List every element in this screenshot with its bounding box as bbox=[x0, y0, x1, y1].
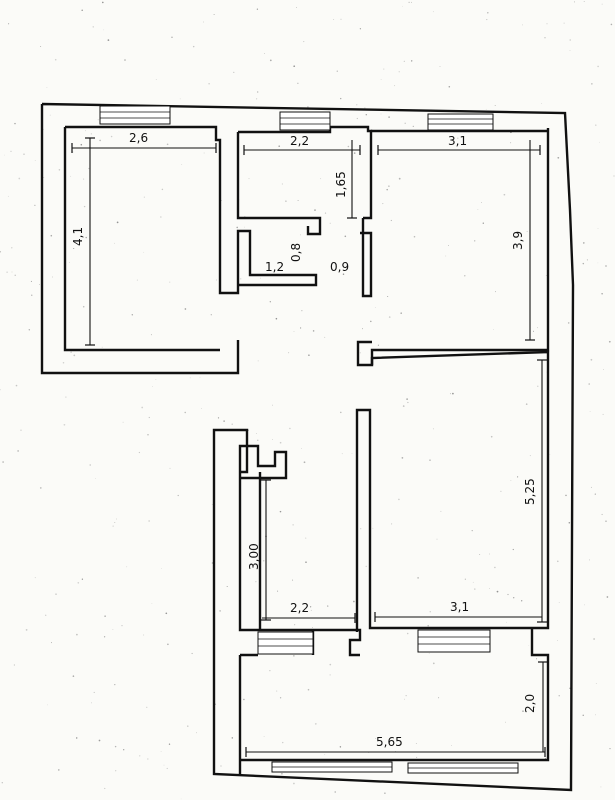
windows bbox=[99, 105, 519, 774]
dim-bottom-width: 5,65 bbox=[376, 735, 403, 749]
outer-wall-top-left bbox=[40, 102, 575, 792]
dimension-lines bbox=[71, 137, 548, 757]
dim-opening: 0,9 bbox=[330, 260, 349, 274]
window-bottom-left bbox=[271, 761, 393, 773]
dim-room1-width: 2,6 bbox=[129, 131, 148, 145]
room4-walls bbox=[355, 350, 550, 637]
dim-bottom-height: 2,0 bbox=[523, 694, 537, 713]
dim-room4-height: 5,25 bbox=[523, 478, 537, 505]
dim-room5-width: 2,2 bbox=[290, 601, 309, 615]
dim-small-room-height: 0,8 bbox=[289, 243, 303, 262]
dim-room3-height: 3,9 bbox=[511, 231, 525, 250]
window-room3 bbox=[427, 113, 494, 131]
dim-room2-height: 1,65 bbox=[334, 171, 348, 198]
window-room2 bbox=[279, 111, 331, 131]
room2-walls bbox=[236, 125, 373, 298]
window-bottom-right bbox=[407, 762, 519, 774]
dim-room4-width: 3,1 bbox=[450, 600, 469, 614]
dim-room5-height: 3,00 bbox=[247, 543, 261, 570]
dim-small-room-width: 1,2 bbox=[265, 260, 284, 274]
window-middle-right bbox=[417, 629, 491, 653]
window-room1 bbox=[99, 105, 171, 125]
bottom-room-walls bbox=[238, 637, 550, 774]
dimension-labels: 2,6 4,1 2,2 1,65 0,8 1,2 0,9 3,1 3,9 5,2… bbox=[71, 131, 537, 749]
walls bbox=[40, 102, 575, 792]
window-middle-left bbox=[257, 631, 314, 655]
room1-walls bbox=[65, 125, 318, 295]
dim-room2-width: 2,2 bbox=[290, 134, 309, 148]
dim-room1-height: 4,1 bbox=[71, 227, 85, 246]
dim-room3-width: 3,1 bbox=[448, 134, 467, 148]
